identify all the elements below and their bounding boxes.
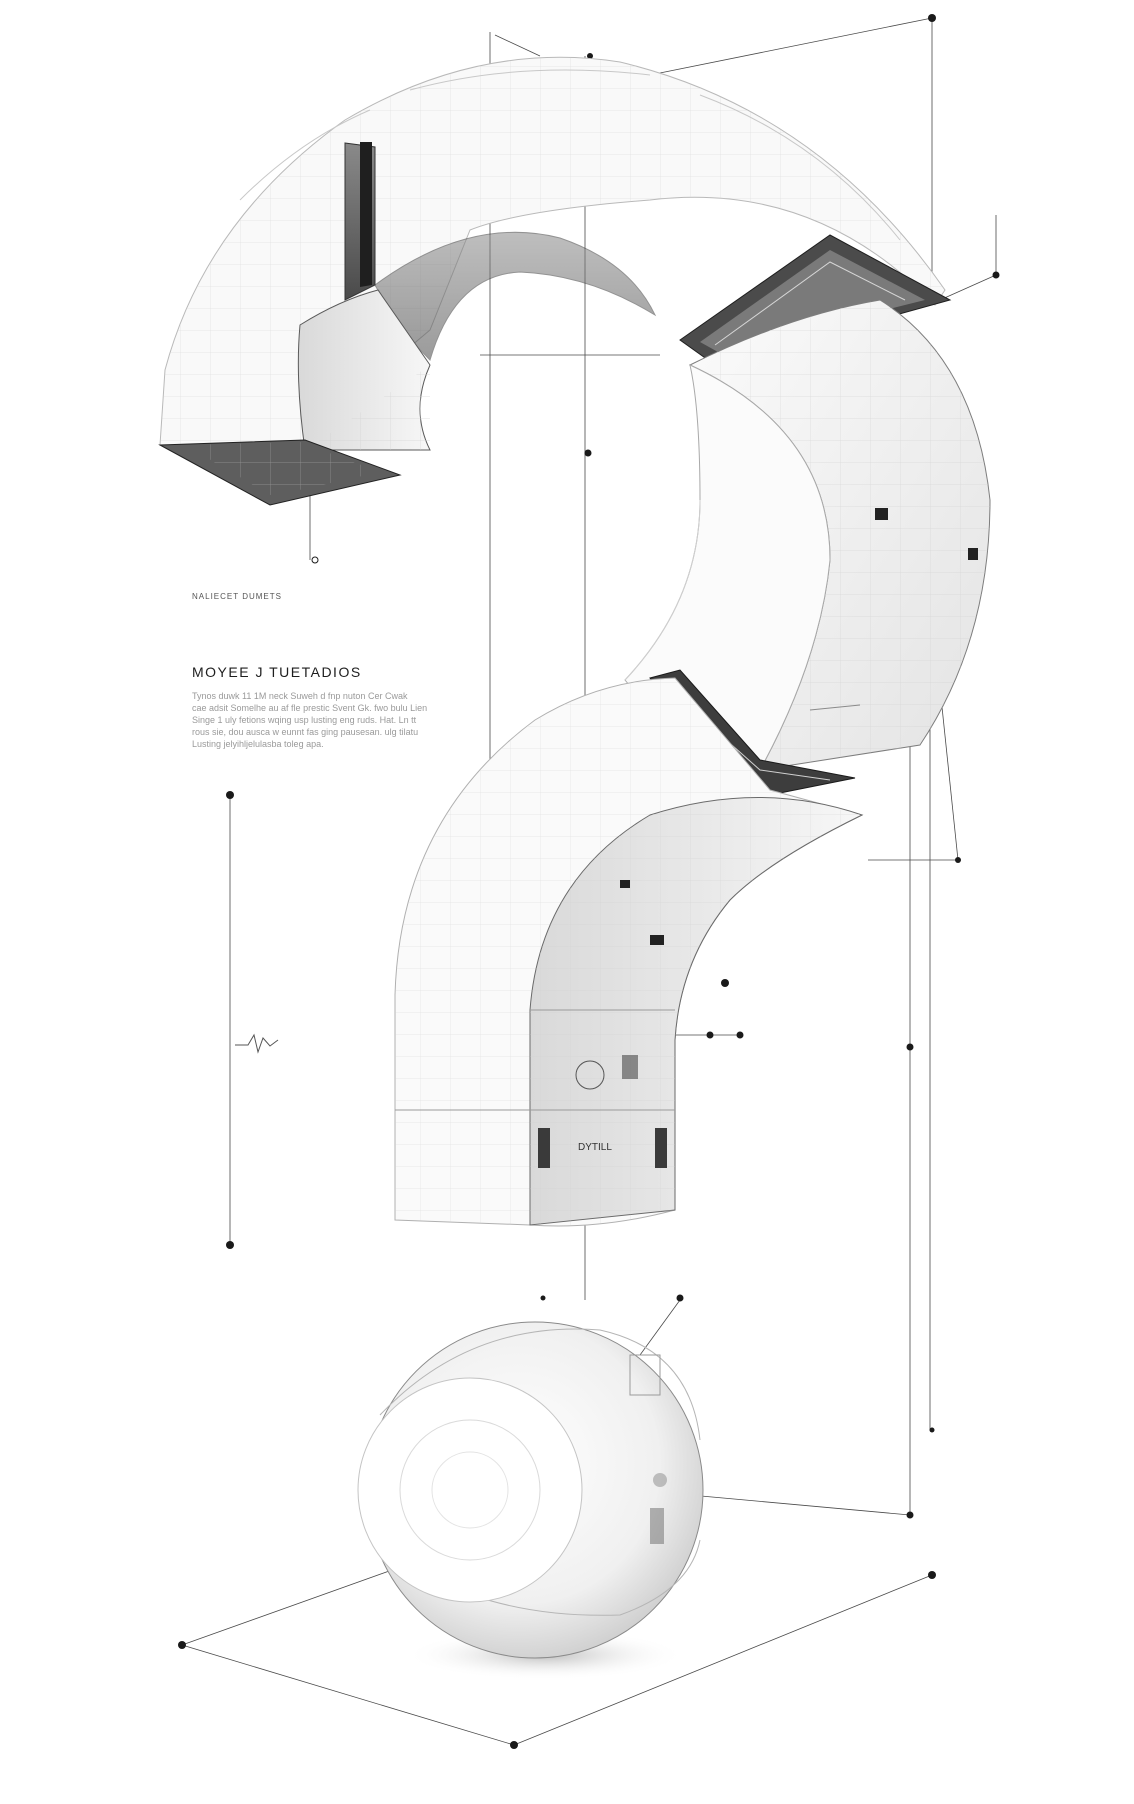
small-caption: NALIECET DUMETS [192, 592, 282, 601]
body-line: Lusting jelyihljelulasba toleg apa. [192, 739, 324, 749]
body-paragraph: Tynos duwk 11 1M neck Suweh d fnp nuton … [192, 690, 442, 750]
body-line: rous sie, dou ausca w eunnt fas ging pau… [192, 727, 419, 737]
top-right-joint [679, 234, 952, 366]
body-line: Tynos duwk 11 1M neck Suweh d fnp nuton … [192, 691, 408, 701]
label-bottom-block: DYTILL [578, 1142, 612, 1153]
squiggle-mark [235, 1033, 279, 1054]
curved-body [624, 299, 991, 771]
lower-stem [394, 677, 864, 1227]
body-line: Singe 1 uly fetions wqing usp lusting en… [192, 715, 417, 725]
section-heading: MOYEE J TUETADIOS [192, 664, 362, 680]
sphere-dot [357, 1321, 704, 1680]
upper-arc-inner [297, 142, 657, 451]
upper-arc-endcap [158, 439, 402, 506]
body-line: cae adsit Somelhe au af fle prestic Sven… [192, 703, 428, 713]
